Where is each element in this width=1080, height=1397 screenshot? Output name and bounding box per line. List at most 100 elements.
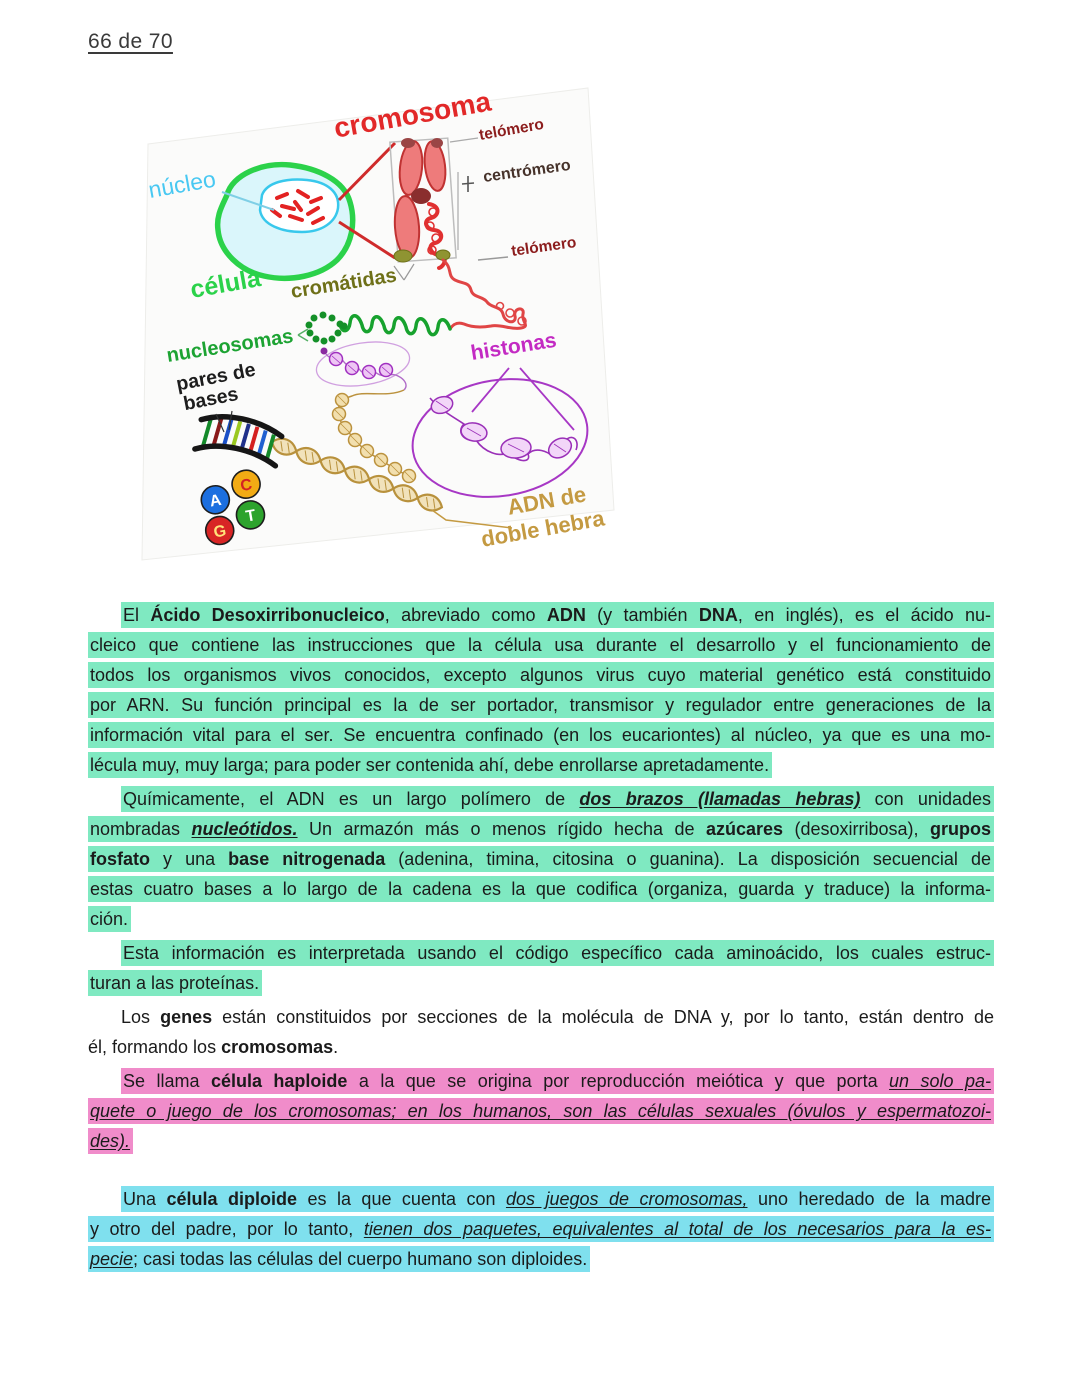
svg-text:A: A: [208, 492, 223, 511]
base-letter-a: A: [200, 484, 231, 515]
highlighted-text: Químicamente, el ADN es un largo polímer…: [121, 786, 994, 812]
red-coil-texture: [495, 301, 527, 326]
text-run: estas cuatro bases a lo largo de la cade…: [90, 879, 991, 899]
text-run: .: [333, 1037, 339, 1057]
text-run: uno heredado de la madre: [747, 1189, 991, 1209]
paragraph: Químicamente, el ADN es un largo polímer…: [88, 784, 994, 934]
text-line: estas cuatro bases a lo largo de la cade…: [88, 874, 994, 904]
dna-diagram-figure: núcleo célula cromosoma telómero centróm…: [112, 80, 622, 585]
highlighted-text: y otro del padre, por lo tanto, tienen d…: [88, 1216, 994, 1242]
text-run: grupos: [930, 819, 991, 839]
highlighted-text: lécula muy, muy larga; para poder ser co…: [88, 752, 773, 778]
text-run: ción.: [90, 909, 129, 929]
text-line: Químicamente, el ADN es un largo polímer…: [88, 784, 994, 814]
text-run: a la que se origina por reproducción mei…: [347, 1071, 890, 1091]
base-letter-c: C: [231, 469, 261, 499]
text-run: quete o juego de los cromosomas; en los …: [90, 1101, 991, 1121]
text-run: lécula muy, muy larga; para poder ser co…: [90, 755, 770, 775]
highlighted-text: ción.: [88, 906, 132, 932]
text-run: Una: [123, 1189, 167, 1209]
text-run: nucleótidos.: [191, 819, 298, 839]
text-run: ; casi todas las células del cuerpo huma…: [133, 1249, 588, 1269]
zoom-lines: [337, 141, 397, 260]
text-run: Ácido Desoxirribonucleico: [150, 605, 385, 625]
plain-text: él, formando los cromosomas.: [88, 1037, 338, 1057]
text-run: El: [123, 605, 151, 625]
text-line: y otro del padre, por lo tanto, tienen d…: [88, 1214, 994, 1244]
text-run: des).: [90, 1131, 131, 1151]
text-run: están constituidos por secciones de la m…: [212, 1007, 994, 1027]
cell-group: [214, 161, 356, 281]
chromatin-green-coil: [338, 314, 452, 337]
text-line: por ARN. Su función principal es la de s…: [88, 690, 994, 720]
text-run: un solo pa-: [889, 1071, 991, 1091]
base-letter-g: G: [204, 515, 235, 546]
text-run: base nitrogenada: [228, 849, 386, 869]
text-run: es la que cuenta con: [297, 1189, 506, 1209]
text-run: por ARN. Su función principal es la de s…: [90, 695, 991, 715]
highlighted-text: todos los organismos vivos conocidos, ex…: [88, 662, 994, 688]
highlighted-text: quete o juego de los cromosomas; en los …: [88, 1098, 994, 1124]
text-line: nombradas nucleótidos. Un armazón más o …: [88, 814, 994, 844]
text-run: Un armazón más o menos rígido hecha de: [297, 819, 706, 839]
text-run: Químicamente, el ADN es un largo polímer…: [123, 789, 580, 809]
highlighted-text: des).: [88, 1128, 134, 1154]
text-run: con unidades: [860, 789, 991, 809]
svg-text:T: T: [244, 507, 257, 525]
pares-de-bases-pointer: [215, 410, 233, 433]
text-line: des).: [88, 1126, 994, 1156]
solenoid-ellipse: [315, 341, 411, 391]
text-run: célula diploide: [166, 1189, 298, 1209]
text-line: cleico que contiene las instrucciones qu…: [88, 630, 994, 660]
text-run: dos juegos de cromosomas,: [505, 1189, 748, 1209]
paragraph: Esta información es interpretada usando …: [88, 938, 994, 998]
paragraph: El Ácido Desoxirribonucleico, abreviado …: [88, 600, 994, 780]
telomero-pointer-line: [477, 256, 509, 261]
dna-figure-image: núcleo célula cromosoma telómero centróm…: [141, 86, 615, 561]
text-line: Los genes están constituidos por seccion…: [88, 1002, 994, 1032]
text-line: turan a las proteínas.: [88, 968, 994, 998]
paragraph: Se llama célula haploide a la que se ori…: [88, 1066, 994, 1156]
text-run: Se llama: [123, 1071, 211, 1091]
text-line: quete o juego de los cromosomas; en los …: [88, 1096, 994, 1126]
highlighted-text: cleico que contiene las instrucciones qu…: [88, 632, 994, 658]
text-run: , abreviado como: [384, 605, 547, 625]
histonas-pointer: [471, 367, 575, 431]
text-run: Esta información es interpretada usando …: [123, 943, 991, 963]
highlighted-text: estas cuatro bases a lo largo de la cade…: [88, 876, 994, 902]
base-letter-t: T: [235, 500, 266, 530]
cromatidas-pointer: [393, 263, 415, 281]
text-run: cromosomas: [221, 1037, 334, 1057]
text-run: información vital para el ser. Se encuen…: [90, 725, 991, 745]
text-run: (adenina, timina, citosina o guanina). L…: [385, 849, 991, 869]
text-run: fosfato: [90, 849, 150, 869]
text-run: DNA: [698, 605, 738, 625]
text-run: genes: [160, 1007, 213, 1027]
text-line: Se llama célula haploide a la que se ori…: [88, 1066, 994, 1096]
text-run: dos brazos (llamadas hebras): [579, 789, 861, 809]
text-run: (desoxirribosa),: [783, 819, 930, 839]
chromosome-group: [389, 137, 479, 270]
dna-helix: [270, 437, 444, 512]
base-letters-group: A C G T: [200, 469, 266, 546]
text-line: lécula muy, muy larga; para poder ser co…: [88, 750, 994, 780]
text-run: él, formando los: [88, 1037, 222, 1057]
nucleosomas-pointer: [297, 328, 309, 342]
chromosomes-in-nucleus: [270, 189, 325, 225]
highlighted-text: Se llama célula haploide a la que se ori…: [121, 1068, 994, 1094]
centromere-knot: [411, 188, 431, 204]
plain-text: Los genes están constituidos por seccion…: [121, 1007, 994, 1027]
highlighted-text: Esta información es interpretada usando …: [121, 940, 994, 966]
text-line: ción.: [88, 904, 994, 934]
histone-ellipse: [411, 378, 589, 498]
page-number: 66 de 70: [88, 30, 173, 53]
text-line: él, formando los cromosomas.: [88, 1032, 994, 1062]
text-run: azúcares: [705, 819, 784, 839]
text-run: (y también: [585, 605, 699, 625]
text-run: y otro del padre, por lo tanto,: [90, 1219, 364, 1239]
text-run: turan a las proteínas.: [90, 973, 260, 993]
text-run: , en inglés), es el ácido nu-: [737, 605, 991, 625]
text-run: cleico que contiene las instrucciones qu…: [90, 635, 991, 655]
text-line: Una célula diploide es la que cuenta con…: [88, 1184, 994, 1214]
adn-pointer-line: [431, 509, 513, 529]
